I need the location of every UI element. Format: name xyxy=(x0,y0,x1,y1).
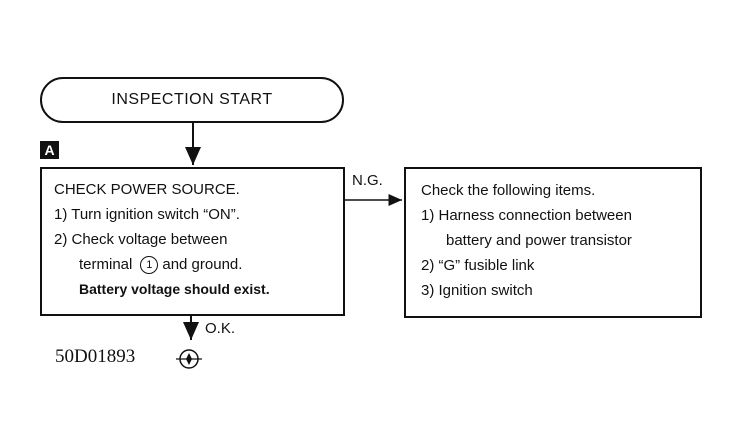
item-3: 3) Ignition switch xyxy=(421,282,533,299)
diagram-code: 50D01893 xyxy=(55,346,136,367)
check-power-source-box: CHECK POWER SOURCE. 1) Turn ignition swi… xyxy=(40,167,345,316)
ng-label: N.G. xyxy=(352,172,383,189)
inspection-start-label: INSPECTION START xyxy=(111,91,273,108)
check-step-2: 2) Check voltage between xyxy=(54,231,228,248)
ok-label: O.K. xyxy=(205,320,236,337)
ground-text: and ground. xyxy=(162,256,243,273)
item-2: 2) “G” fusible link xyxy=(421,257,535,274)
inspection-start-terminal: INSPECTION START xyxy=(40,77,344,123)
terminal-number-icon: 1 xyxy=(140,256,159,274)
items-title: Check the following items. xyxy=(421,182,596,199)
item-1-cont: battery and power transistor xyxy=(446,232,632,249)
step-marker-a: A xyxy=(40,141,59,159)
terminal-text: terminal xyxy=(79,256,133,273)
check-note: Battery voltage should exist. xyxy=(79,281,270,297)
end-connector-icon xyxy=(176,349,202,369)
item-1: 1) Harness connection between xyxy=(421,207,632,224)
check-step-1: 1) Turn ignition switch “ON”. xyxy=(54,206,240,223)
check-title: CHECK POWER SOURCE. xyxy=(54,181,240,198)
items-box: Check the following items. 1) Harness co… xyxy=(404,167,702,318)
